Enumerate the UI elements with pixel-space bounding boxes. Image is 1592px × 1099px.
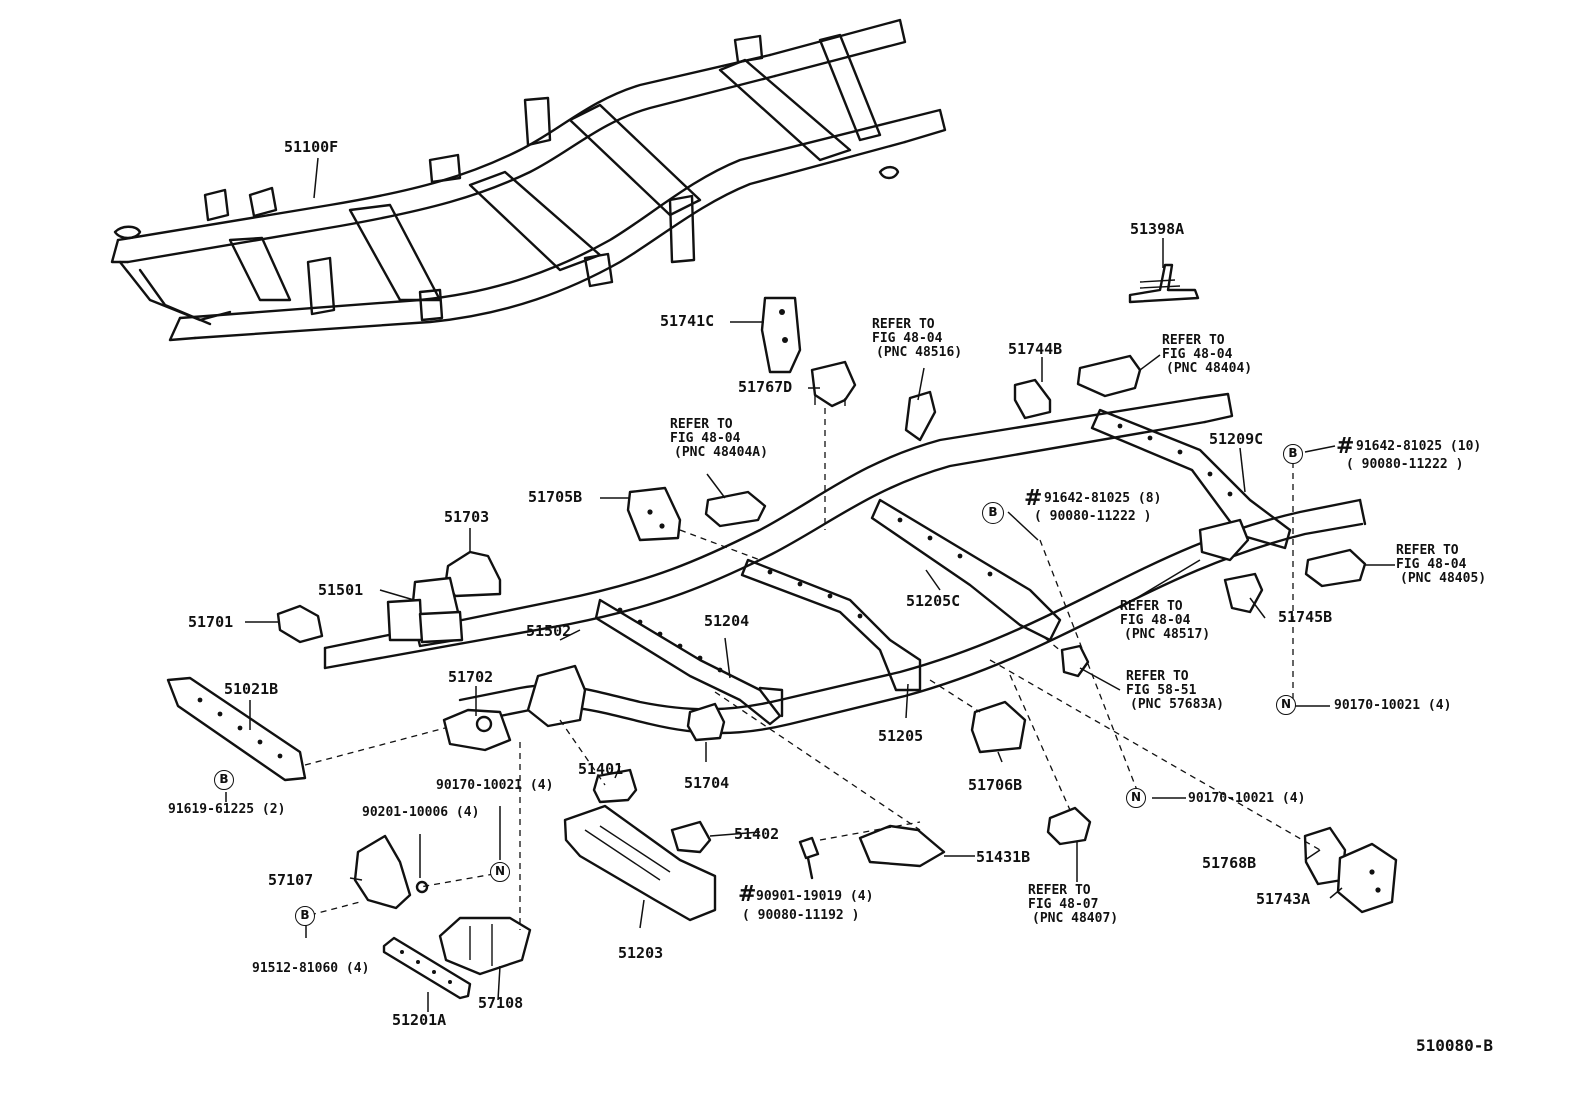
- hash-mark-90901: #: [738, 882, 757, 907]
- label-51744B: 51744B: [1008, 340, 1063, 358]
- rivet-holes: [617, 423, 1233, 673]
- label-51401: 51401: [578, 760, 624, 778]
- refer-note-48404A: REFER TO FIG 48-04 (PNC 48404A): [670, 417, 768, 460]
- label-51702: 51702: [448, 668, 494, 686]
- label-57107: 57107: [268, 871, 314, 889]
- label-51767D: 51767D: [738, 378, 793, 396]
- label-51706B: 51706B: [968, 776, 1023, 794]
- label-90080-11222-b: ( 90080-11222 ): [1034, 509, 1152, 524]
- n-marker-left: N: [490, 862, 510, 882]
- hash-mark-91642-10: #: [1336, 434, 1355, 459]
- label-51502: 51502: [526, 622, 572, 640]
- label-90170-10021-left: 90170-10021 (4): [436, 778, 554, 793]
- label-51100F: 51100F: [284, 138, 339, 156]
- n-marker-right: N: [1276, 695, 1296, 715]
- frame-rails-exploded: [323, 392, 1367, 735]
- label-51701: 51701: [188, 613, 234, 631]
- label-51201A: 51201A: [392, 1011, 447, 1029]
- label-90170-10021-mid: 90170-10021 (4): [1188, 791, 1306, 806]
- label-90201-10006: 90201-10006 (4): [362, 805, 480, 820]
- label-51705B: 51705B: [528, 488, 583, 506]
- n-marker-mid: N: [1126, 788, 1146, 808]
- label-51398A: 51398A: [1130, 220, 1185, 238]
- label-91642-81025-8: 91642-81025 (8): [1044, 491, 1162, 506]
- label-90901-19019: 90901-19019 (4): [756, 889, 874, 904]
- label-90170-10021-right: 90170-10021 (4): [1334, 698, 1452, 713]
- b-marker-51021B: B: [214, 770, 234, 790]
- label-51402: 51402: [734, 825, 780, 843]
- label-51431B: 51431B: [976, 848, 1031, 866]
- label-51741C: 51741C: [660, 312, 715, 330]
- diagram-code: 510080-B: [1416, 1036, 1494, 1055]
- label-90080-11192: ( 90080-11192 ): [742, 908, 860, 923]
- label-91512-81060: 91512-81060 (4): [252, 961, 370, 976]
- label-51205: 51205: [878, 727, 924, 745]
- label-51743A: 51743A: [1256, 890, 1311, 908]
- b-marker-57107: B: [295, 906, 315, 926]
- refer-note-48404: REFER TO FIG 48-04 (PNC 48404): [1162, 333, 1253, 376]
- label-51203: 51203: [618, 944, 664, 962]
- refer-note-57683A: REFER TO FIG 58-51 (PNC 57683A): [1126, 669, 1224, 712]
- label-51204: 51204: [704, 612, 750, 630]
- label-51704: 51704: [684, 774, 730, 792]
- label-51501: 51501: [318, 581, 364, 599]
- refer-note-48516: REFER TO FIG 48-04 (PNC 48516): [872, 317, 963, 360]
- label-90080-11222-a: ( 90080-11222 ): [1346, 457, 1464, 472]
- label-51021B: 51021B: [224, 680, 279, 698]
- b-marker-center: B: [982, 502, 1004, 524]
- label-57108: 57108: [478, 994, 524, 1012]
- refer-note-48517: REFER TO FIG 48-04 (PNC 48517): [1120, 599, 1211, 642]
- brackets-exploded: [166, 263, 1398, 1000]
- frame-assembly-51100F: [110, 18, 947, 342]
- label-51768B: 51768B: [1202, 854, 1257, 872]
- label-91642-81025-10: 91642-81025 (10): [1356, 439, 1482, 454]
- label-51703: 51703: [444, 508, 490, 526]
- label-51745B: 51745B: [1278, 608, 1333, 626]
- leader-lines: [225, 157, 1395, 1012]
- label-51209C: 51209C: [1209, 430, 1264, 448]
- hash-mark-91642-8: #: [1024, 486, 1043, 511]
- label-91619-61225: 91619-61225 (2): [168, 802, 286, 817]
- b-marker-right: B: [1283, 444, 1303, 464]
- label-51205C: 51205C: [906, 592, 961, 610]
- refer-note-48407: REFER TO FIG 48-07 (PNC 48407): [1028, 883, 1119, 926]
- refer-note-48405: REFER TO FIG 48-04 (PNC 48405): [1396, 543, 1487, 586]
